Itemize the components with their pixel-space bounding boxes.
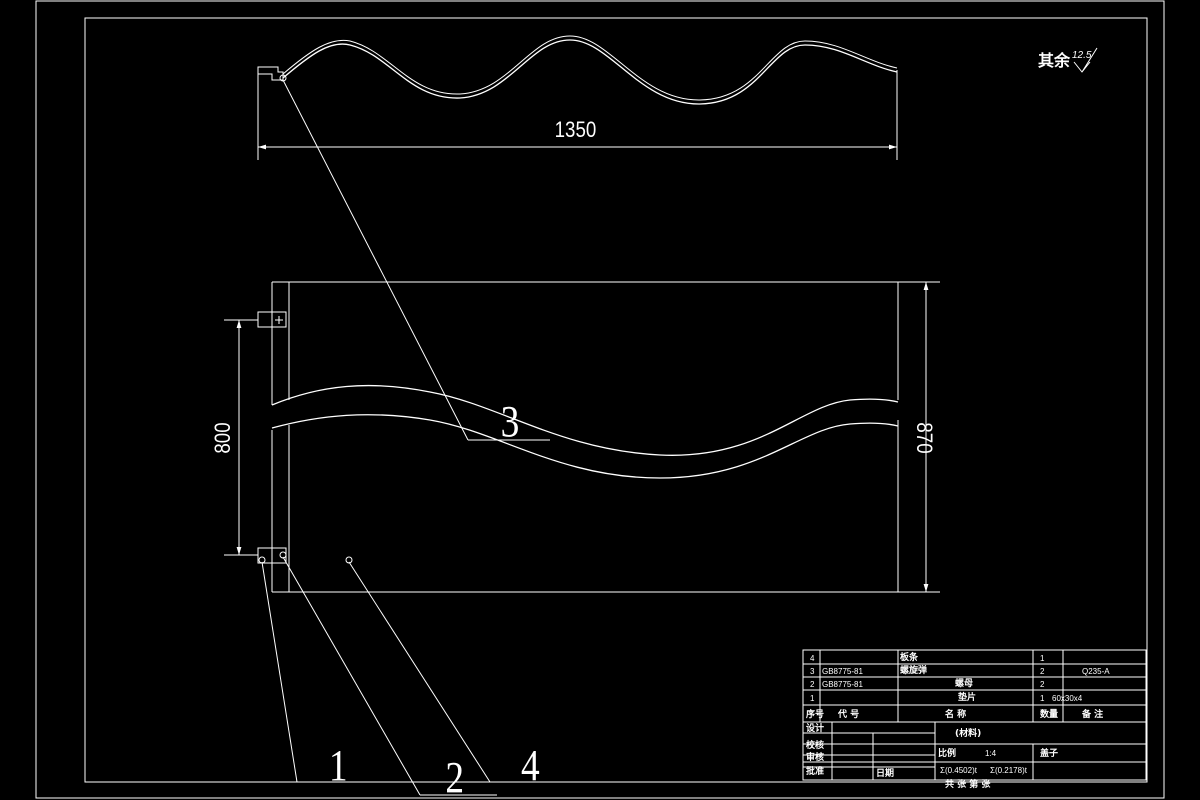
part-row-name: 垫片: [958, 691, 976, 703]
dim-height-right-label: 870: [912, 422, 936, 453]
part-row-no: 1: [810, 694, 815, 703]
inner-drawing-frame: [84, 17, 1148, 783]
part-row-qty: 2: [1040, 680, 1045, 689]
dimension-1350: 1350: [258, 119, 897, 150]
part-row-note: Q235-A: [1082, 667, 1110, 676]
label-review: 审核: [806, 751, 824, 763]
part-row-no: 2: [810, 680, 815, 689]
drawing-title: 盖子: [1040, 747, 1058, 759]
part-row-code: GB8775-81: [822, 680, 863, 689]
label-material: (材料): [955, 727, 981, 739]
part-row-name: 螺母: [955, 677, 973, 689]
balloon-4: 4: [521, 741, 540, 789]
dimension-800: 800: [212, 319, 258, 556]
label-scale: 比例: [938, 747, 956, 759]
part-row-code: GB8775-81: [822, 667, 863, 676]
part-row-qty: 2: [1040, 667, 1045, 676]
dimension-870: 870: [912, 282, 936, 592]
roughness-prefix: 其余: [1038, 51, 1071, 70]
sheet-info: 共 张 第 张: [945, 778, 991, 790]
label-design: 设计: [806, 722, 824, 734]
plan-view: [257, 281, 940, 593]
part-row-no: 3: [810, 667, 815, 676]
outer-sheet-border: [35, 0, 1165, 799]
header-qty: 数量: [1040, 708, 1058, 720]
header-name: 名 称: [945, 708, 966, 720]
label-check: 校核: [806, 739, 824, 751]
title-block: 4 板条 1 3 GB8775-81 螺旋弹 2 Q235-A 2 GB8775…: [802, 649, 1147, 790]
header-no: 序号: [806, 708, 824, 720]
weight-a: Σ(0.4502)t: [940, 766, 978, 775]
balloon-3: 3: [501, 397, 520, 445]
roughness-check-icon: [1073, 47, 1098, 73]
leader-lines: [261, 79, 568, 796]
dim-width-label: 1350: [555, 119, 597, 143]
label-approve: 批准: [806, 765, 824, 777]
label-date: 日期: [876, 767, 894, 779]
roughness-value: 12.5: [1072, 50, 1092, 61]
part-row-qty: 1: [1040, 694, 1045, 703]
header-code: 代 号: [837, 708, 859, 720]
balloon-1: 1: [329, 741, 348, 789]
balloon-2: 2: [445, 753, 464, 800]
header-note: 备 注: [1081, 708, 1103, 720]
part-row-name: 板条: [900, 651, 919, 663]
weight-b: Σ(0.2178)t: [990, 766, 1028, 775]
part-row-qty: 1: [1040, 654, 1045, 663]
part-row-note: 60x30x4: [1052, 694, 1083, 703]
dim-height-left-label: 800: [212, 422, 236, 453]
part-row-name: 螺旋弹: [900, 664, 927, 676]
scale-value: 1:4: [985, 749, 997, 758]
surface-roughness-note: 其余 12.5: [1038, 47, 1098, 73]
part-row-no: 4: [810, 654, 815, 663]
